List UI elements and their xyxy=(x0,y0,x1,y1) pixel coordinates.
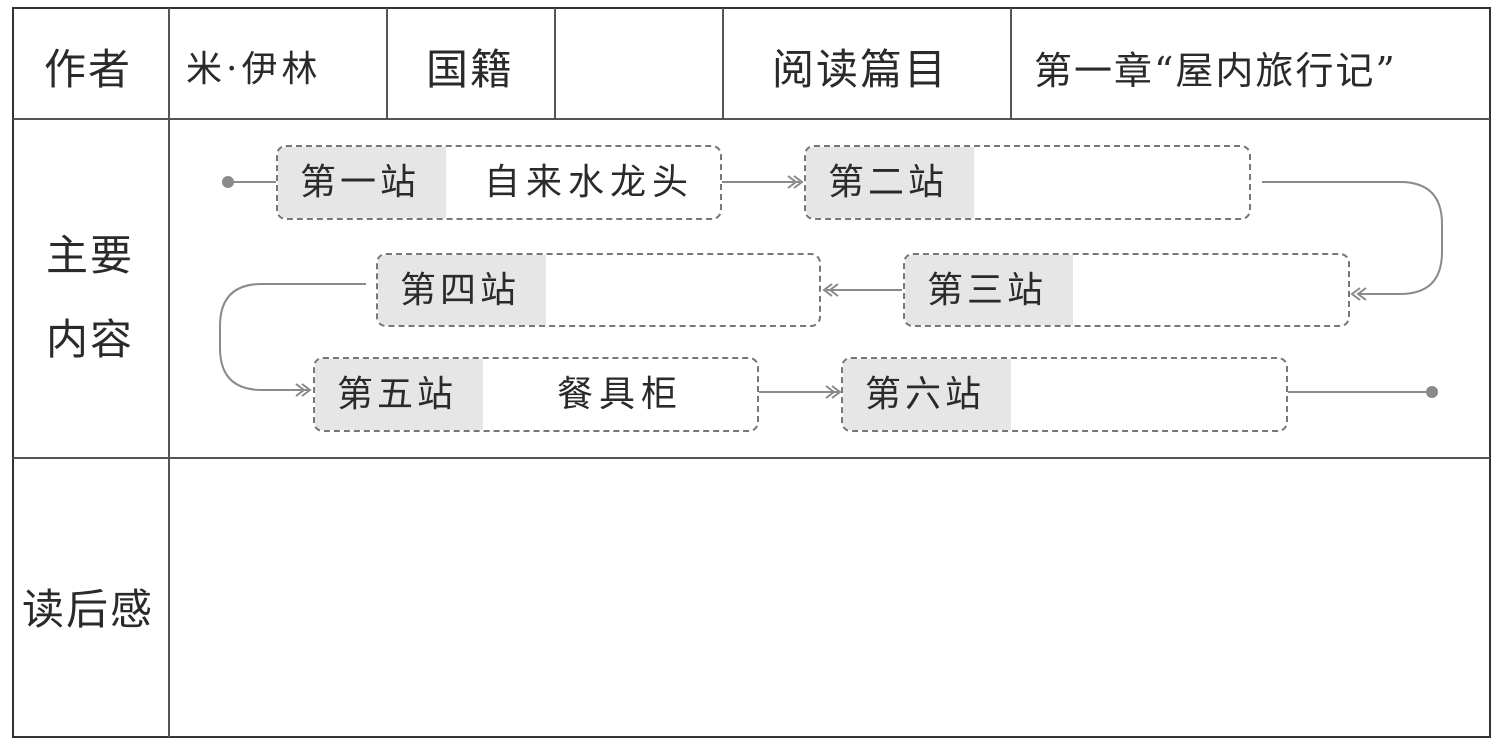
column-divider-3 xyxy=(554,8,556,119)
station-4-label: 第四站 xyxy=(378,255,546,325)
nationality-label: 国籍 xyxy=(426,45,515,94)
reflection-label: 读后感 xyxy=(22,585,155,634)
station-5-content: 餐具柜 xyxy=(557,374,684,415)
station-5-label: 第五站 xyxy=(315,359,483,430)
station-3: 第三站 xyxy=(903,253,1350,327)
row-divider-1 xyxy=(13,118,1490,120)
author-label: 作者 xyxy=(44,45,133,94)
column-divider-2 xyxy=(386,8,388,119)
station-3-label: 第三站 xyxy=(905,255,1073,325)
reflection-field[interactable] xyxy=(184,474,1474,724)
station-5: 第五站 餐具柜 xyxy=(313,357,759,432)
station-1: 第一站 自来水龙头 xyxy=(276,145,722,220)
station-6: 第六站 xyxy=(841,357,1288,432)
author-value: 米·伊林 xyxy=(186,49,322,90)
column-divider-label xyxy=(168,8,170,737)
station-4-field[interactable] xyxy=(558,255,818,325)
column-divider-4 xyxy=(722,8,724,119)
station-2-label: 第二站 xyxy=(806,147,974,218)
reading-card-table xyxy=(12,7,1491,738)
reading-label: 阅读篇目 xyxy=(772,45,949,94)
flow-start-dot xyxy=(222,176,234,188)
station-3-field[interactable] xyxy=(1085,255,1345,325)
station-1-content: 自来水龙头 xyxy=(484,162,695,203)
column-divider-5 xyxy=(1010,8,1012,119)
station-4: 第四站 xyxy=(376,253,821,327)
station-2: 第二站 xyxy=(804,145,1251,220)
station-6-field[interactable] xyxy=(1023,359,1283,430)
row-divider-2 xyxy=(13,457,1490,459)
reading-value: 第一章“屋内旅行记” xyxy=(1034,49,1397,93)
station-2-field[interactable] xyxy=(986,147,1246,218)
station-1-label: 第一站 xyxy=(278,147,446,218)
main-content-label-line2: 内容 xyxy=(46,315,135,364)
main-content-label-line1: 主要 xyxy=(46,231,135,280)
flow-end-dot xyxy=(1426,386,1438,398)
station-6-label: 第六站 xyxy=(843,359,1011,430)
